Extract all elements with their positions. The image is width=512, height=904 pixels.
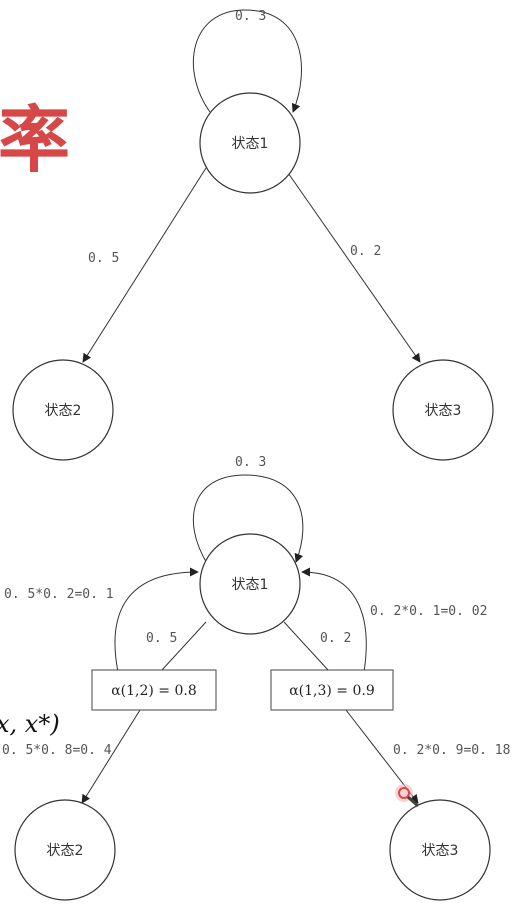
top-edge-1-3-label: 0. 2 [350, 244, 381, 259]
bottom-return-edge-left [114, 567, 199, 673]
top-node-state2-label: 状态2 [45, 403, 82, 419]
bottom-node-state1-label: 状态1 [232, 577, 269, 593]
bottom-node-state2-label: 状态2 [47, 843, 84, 859]
formula-fragment: x, x*) [0, 710, 60, 738]
bottom-diagram: 0. 3 0. 5*0. 2=0. 1 0. 2*0. 1=0. 02 0. 5… [2, 455, 510, 901]
bottom-edge-box-left-2 [81, 709, 141, 804]
accept-box-left-label: α(1,2) = 0.8 [111, 683, 197, 699]
bottom-edge-1-3-label: 0. 2 [320, 631, 351, 646]
bottom-return-right-label: 0. 2*0. 1=0. 02 [370, 604, 487, 619]
top-diagram: 0. 3 0. 5 0. 2 状态1 状态2 状态3 [12, 9, 494, 461]
title-fragment: 率 [0, 98, 70, 182]
accept-box-left [91, 669, 217, 711]
top-node-state3-label: 状态3 [425, 403, 462, 419]
top-self-loop-label: 0. 3 [235, 9, 266, 24]
bottom-node-state3 [389, 799, 491, 901]
top-edge-1-2 [82, 167, 207, 363]
top-node-state2 [12, 359, 114, 461]
top-node-state1-label: 状态1 [232, 136, 269, 152]
top-node-state1 [199, 92, 301, 194]
pointer-cursor-icon [395, 784, 420, 808]
bottom-node-state1 [199, 533, 301, 635]
bottom-self-loop-label: 0. 3 [235, 455, 266, 470]
bottom-self-loop-edge [193, 474, 304, 566]
accept-box-right [270, 669, 394, 711]
top-node-state3 [392, 359, 494, 461]
top-self-loop-edge [192, 9, 302, 113]
bottom-product-left-label: 0. 5*0. 8=0. 4 [2, 743, 112, 758]
bottom-edge-1-2-label: 0. 5 [146, 631, 177, 646]
bottom-product-right-label: 0. 2*0. 9=0. 18 [393, 743, 510, 758]
bottom-return-left-label: 0. 5*0. 2=0. 1 [4, 587, 114, 602]
top-edge-1-2-label: 0. 5 [88, 251, 119, 266]
top-edge-1-3 [285, 169, 421, 363]
bottom-node-state3-label: 状态3 [422, 843, 459, 859]
bottom-return-edge-right [301, 567, 367, 673]
bottom-edge-1-box-left [161, 621, 207, 671]
accept-box-right-label: α(1,3) = 0.9 [289, 683, 375, 699]
bottom-node-state2 [14, 799, 116, 901]
bottom-edge-1-box-right [283, 621, 329, 671]
